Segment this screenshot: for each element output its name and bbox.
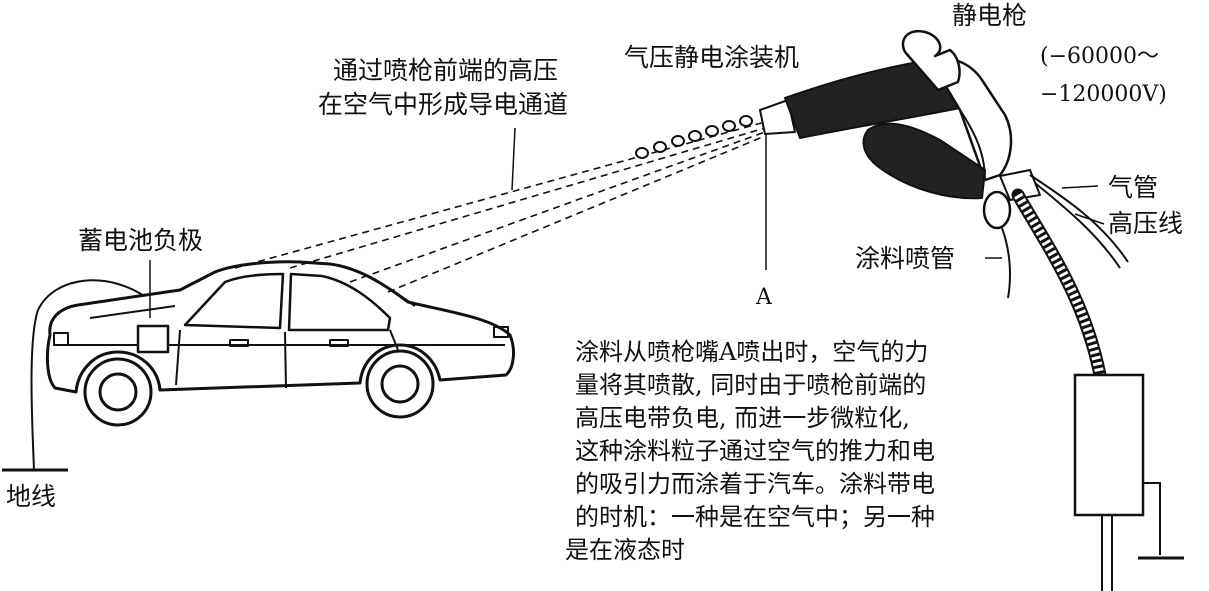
hv-wire-label: 高压线	[1108, 209, 1183, 238]
description-line: 高压电带负电, 而进一步微粒化,	[575, 404, 910, 432]
spray-gun	[759, 29, 1041, 230]
paint-tube	[1001, 227, 1011, 299]
power-supply	[1073, 373, 1184, 591]
channel-label-line2: 在空气中形成导电通道	[318, 90, 568, 119]
voltage-range-line2: −120000V)	[1040, 82, 1167, 107]
car	[45, 260, 515, 427]
channel-label-line1: 通过喷枪前端的高压	[333, 56, 558, 85]
machine-title: 气压静电涂装机	[624, 43, 799, 72]
air-tube-label: 气管	[1108, 173, 1158, 202]
nozzle-a-label: A	[755, 285, 773, 310]
paint-tube-label: 涂料喷管	[855, 244, 955, 273]
ground-label: 地线	[6, 482, 56, 511]
description-paragraph: 涂料从喷枪嘴A喷出时，空气的力 量将其喷散, 同时由于喷枪前端的 高压电带负电,…	[565, 338, 935, 564]
voltage-range-line1: (−60000～	[1040, 44, 1159, 69]
description-line: 量将其喷散, 同时由于喷枪前端的	[575, 371, 926, 399]
description-line: 这种涂料粒子通过空气的推力和电	[575, 437, 935, 465]
channel-leader	[511, 127, 516, 191]
air-tube	[1029, 174, 1129, 269]
paint-particles	[635, 115, 753, 159]
hv-cable	[1011, 188, 1107, 382]
description-line: 是在液态时	[565, 536, 685, 564]
description-line: 的吸引力而涂着于汽车。涂料带电	[575, 470, 935, 498]
battery-negative-label: 蓄电池负极	[78, 226, 203, 255]
ground-wire	[2, 279, 151, 472]
air-tube-leader	[1061, 185, 1099, 189]
hv-wire-leader	[1074, 213, 1105, 225]
gun-title: 静电枪	[952, 1, 1027, 30]
description-line: 的时机：一种是在空气中；另一种	[575, 503, 935, 531]
description-line: 涂料从喷枪嘴A喷出时，空气的力	[575, 338, 928, 366]
